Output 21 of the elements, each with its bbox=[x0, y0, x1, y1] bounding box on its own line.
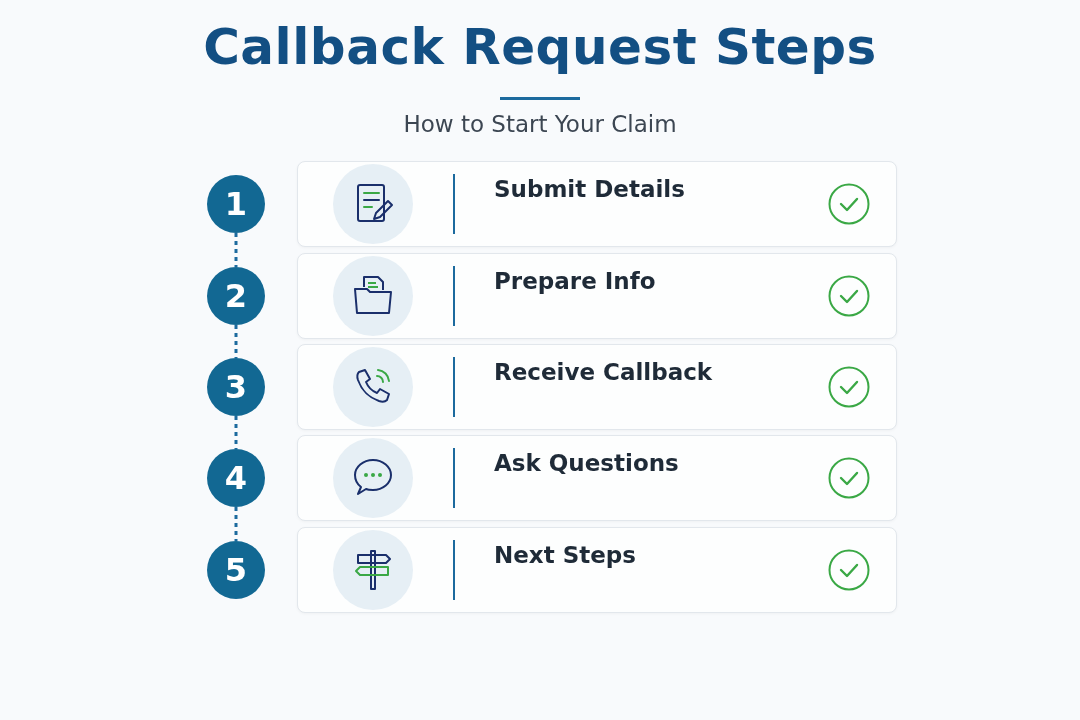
dashed-connector bbox=[234, 233, 238, 267]
subtitle: How to Start Your Claim bbox=[402, 111, 678, 137]
step-number-circle: 1 bbox=[207, 175, 265, 233]
step-card bbox=[297, 344, 897, 430]
step-card bbox=[297, 253, 897, 339]
dashed-connector bbox=[234, 416, 238, 449]
step-number-circle: 2 bbox=[207, 267, 265, 325]
step-card bbox=[297, 435, 897, 521]
step-label: Ask Questions bbox=[494, 449, 680, 478]
step-number-circle: 4 bbox=[207, 449, 265, 507]
dashed-connector bbox=[234, 507, 238, 541]
step-label: Submit Details bbox=[494, 175, 686, 204]
step-card bbox=[297, 161, 897, 247]
dashed-connector bbox=[234, 325, 238, 358]
step-card bbox=[297, 527, 897, 613]
step-label: Next Steps bbox=[494, 541, 637, 570]
step-number-circle: 3 bbox=[207, 358, 265, 416]
step-number-circle: 5 bbox=[207, 541, 265, 599]
step-label: Prepare Info bbox=[494, 267, 657, 296]
step-label: Receive Callback bbox=[494, 358, 714, 387]
title: Callback Request Steps bbox=[202, 18, 878, 76]
